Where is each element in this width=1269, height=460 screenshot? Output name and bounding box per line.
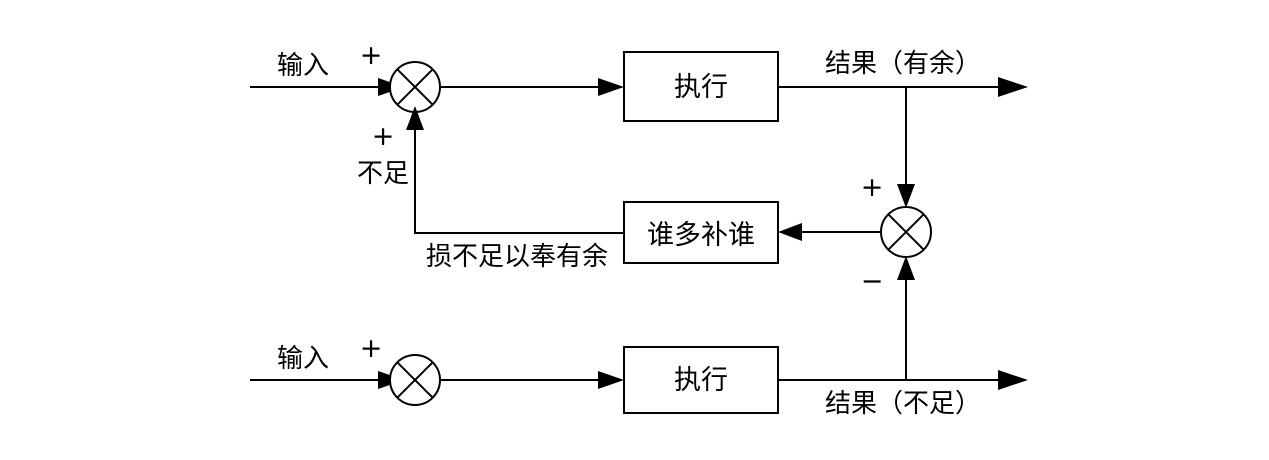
sign-comparator-positive: + [861, 172, 884, 203]
comparator-cross-b [887, 213, 925, 251]
sign-top-summer-input: + [360, 40, 383, 71]
sign-comparator-negative: − [861, 266, 884, 297]
label-output-bottom: 结果（不足） [825, 389, 981, 419]
bottom-summing-junction-cross-b [396, 361, 434, 399]
label-block-middle: 谁多补谁 [647, 220, 755, 251]
label-input-bottom: 输入 [277, 344, 329, 374]
wire-feedback-path [414, 118, 624, 234]
block-bottom-rect [623, 346, 779, 414]
label-block-top: 执行 [674, 72, 728, 103]
arrowhead-top-output [998, 77, 1028, 97]
arrowhead-top-junction-feedback [406, 106, 424, 130]
label-output-top: 结果（有余） [825, 49, 981, 79]
block-top-rect [623, 51, 779, 122]
block-middle-rect [623, 201, 779, 264]
label-input-top: 输入 [277, 51, 329, 81]
arrowhead-comparator-top-input [897, 184, 915, 208]
arrowhead-middle-block-input [778, 223, 802, 241]
label-block-bottom: 执行 [674, 365, 728, 396]
arrowhead-top-block-input [598, 78, 624, 96]
sign-bottom-summer-input: + [360, 333, 383, 364]
arrowhead-bottom-block-input [598, 371, 624, 389]
label-feedback-signal: 不足 [357, 159, 409, 189]
arrowhead-comparator-bottom-input [897, 256, 915, 280]
arrowhead-bottom-output [998, 370, 1028, 390]
sign-top-summer-feedback: + [372, 121, 395, 152]
label-feedback-path: 损不足以奉有余 [426, 242, 608, 272]
top-summing-junction-cross-b [396, 68, 434, 106]
